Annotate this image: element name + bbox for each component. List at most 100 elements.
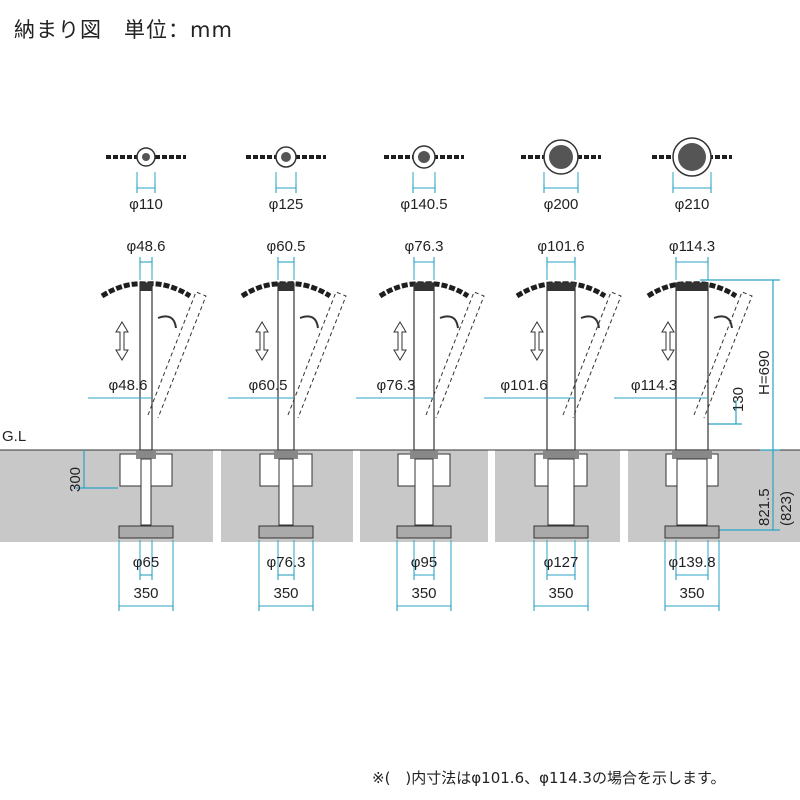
base-plate [533, 525, 589, 539]
underground-footing [533, 451, 589, 539]
pipe-top-dimension: φ76.3 [405, 238, 444, 280]
sleeve-collar [136, 451, 156, 459]
plan-view: φ110 [106, 147, 186, 213]
post-cap [278, 283, 294, 291]
bollard-post [393, 282, 485, 451]
base-plate [396, 525, 452, 539]
pipe-top-dimension: φ48.6 [127, 238, 166, 280]
depth-dimension: 300 [67, 450, 118, 492]
cap-hub [281, 152, 291, 162]
up-down-arrow-icon [393, 321, 407, 361]
base-plate [258, 525, 314, 539]
tilted-post-outline [693, 291, 753, 419]
base-diameter-label: φ65 [133, 554, 159, 571]
underground-footing [258, 451, 314, 539]
sleeve-collar [672, 451, 712, 459]
pipe-side-label: φ101.6 [500, 377, 547, 394]
depth-label: 300 [67, 467, 84, 492]
post-pipe [675, 282, 709, 451]
pipe-top-label: φ114.3 [669, 238, 715, 255]
base-width-label: 350 [133, 585, 158, 602]
post-pipe [546, 282, 576, 451]
tilt-arrow-icon [299, 315, 319, 329]
below-ground-label: 821.5 [756, 488, 773, 526]
cap-hub [678, 143, 706, 171]
bollard-post [255, 282, 347, 451]
bollard-column: φ110 φ48.6 φ48.6 φ65 350 [88, 147, 207, 611]
bollard-post [115, 282, 207, 451]
post-pipe [139, 282, 153, 451]
bollard-column: φ200 φ101.6 φ101.6 φ127 350 [484, 139, 622, 611]
up-down-arrow-icon [661, 321, 675, 361]
pipe-top-dimension: φ114.3 [669, 238, 715, 280]
pipe-top-label: φ60.5 [267, 238, 306, 255]
pipe-top-label: φ76.3 [405, 238, 444, 255]
sleeve-collar [410, 451, 438, 459]
ground-label: G.L [2, 428, 26, 445]
base-dimensions: φ127 350 [533, 540, 589, 611]
post-cap [676, 283, 708, 291]
pipe-side-label: φ114.3 [631, 377, 677, 394]
tilt-arrow-icon [713, 315, 733, 329]
base-width-label: 350 [548, 585, 573, 602]
post-pipe [277, 282, 295, 451]
installation-diagram: G.L 300 H=690 130 821.5 (823) φ110φ48.6φ… [0, 137, 800, 611]
anchor-pipe [414, 458, 434, 526]
tilt-arrow-icon [157, 315, 177, 329]
post-pipe [413, 282, 435, 451]
base-dimensions: φ139.8 350 [664, 540, 720, 611]
plan-view: φ200 [521, 139, 601, 213]
underground-footing [664, 451, 720, 539]
pipe-side-dimension: φ114.3 [614, 377, 708, 399]
bollard-post [530, 282, 622, 451]
up-down-arrow-icon [115, 321, 129, 361]
tilted-post-outline [147, 291, 207, 419]
pipe-top-dimension: φ60.5 [267, 238, 306, 280]
anchor-pipe [547, 458, 575, 526]
cap-hub [549, 145, 573, 169]
cap-diameter-label: φ210 [675, 196, 710, 213]
tilt-arrow-icon [580, 315, 600, 329]
tilted-post-outline [287, 291, 347, 419]
base-width-label: 350 [411, 585, 436, 602]
base-plate [664, 525, 720, 539]
base-diameter-label: φ76.3 [267, 554, 306, 571]
base-diameter-label: φ127 [544, 554, 579, 571]
pipe-top-dimension: φ101.6 [537, 238, 585, 280]
bollard-column: φ210 φ114.3 φ114.3 φ139.8 350 [614, 137, 753, 611]
base-width-label: 350 [679, 585, 704, 602]
cap-diameter-label: φ140.5 [400, 196, 447, 213]
page-title: 納まり図 単位：mm [14, 18, 233, 42]
up-down-arrow-icon [255, 321, 269, 361]
base-diameter-label: φ139.8 [668, 554, 715, 571]
base-dimensions: φ76.3 350 [258, 540, 314, 611]
tilt-arrow-icon [439, 315, 459, 329]
pipe-side-dimension: φ48.6 [88, 377, 152, 399]
post-cap [140, 283, 152, 291]
base-width-label: 350 [273, 585, 298, 602]
cap-diameter-label: φ200 [544, 196, 579, 213]
anchor-pipe [278, 458, 294, 526]
bollard-columns: φ110φ48.6φ48.6φ65350φ125φ60.5φ60.5φ76.33… [88, 137, 753, 611]
base-diameter-label: φ95 [411, 554, 437, 571]
anchor-pipe [140, 458, 152, 526]
pipe-side-dimension: φ60.5 [228, 377, 294, 399]
base-dimensions: φ65 350 [118, 540, 174, 611]
pipe-side-label: φ76.3 [377, 377, 416, 394]
base-dimensions: φ95 350 [396, 540, 452, 611]
sleeve-collar [543, 451, 579, 459]
bollard-post [661, 282, 753, 451]
underground-footing [118, 451, 174, 539]
plan-view: φ210 [652, 137, 732, 213]
footnote: ※( )内寸法はφ101.6、φ114.3の場合を示します。 [372, 769, 726, 787]
pipe-top-label: φ48.6 [127, 238, 166, 255]
pipe-top-label: φ101.6 [537, 238, 584, 255]
below-ground-alt-label: (823) [778, 491, 795, 526]
pipe-side-dimension: φ101.6 [484, 377, 575, 399]
bollard-column: φ140.5 φ76.3 φ76.3 φ95 350 [356, 145, 485, 611]
post-cap [414, 283, 434, 291]
base-plate [118, 525, 174, 539]
post-cap [547, 283, 575, 291]
tilted-post-outline [425, 291, 485, 419]
